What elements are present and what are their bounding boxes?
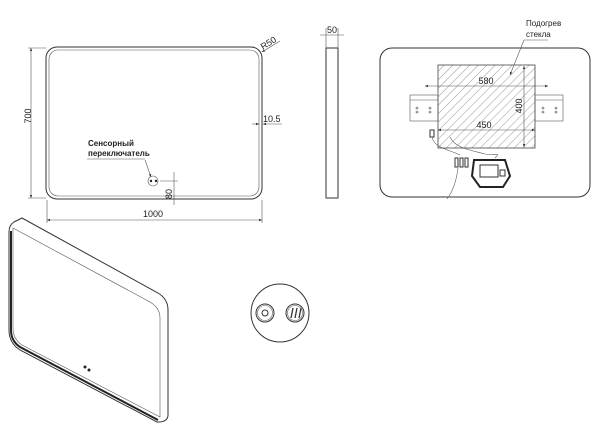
heater-label-line2: стекла [526,30,551,39]
right-bracket [534,94,564,122]
width-label: 1000 [143,209,163,219]
back-outline [379,47,591,198]
switch-leader-line [144,159,152,178]
heater-height-label: 400 [514,98,524,113]
switch-dot-icon [154,179,158,183]
switch-dot-icon [83,365,87,369]
mirror-iso-outline [8,217,169,423]
detail-circle [250,283,310,343]
mirror-outline [45,46,263,200]
inner-span-label: 450 [476,120,491,130]
touch-switch [147,175,159,187]
switch-offset-label: 80 [164,189,174,199]
radius-label: R50 [259,34,278,51]
connector-icon [429,129,435,138]
power-button-icon [255,303,275,323]
height-label: 700 [23,108,33,123]
mirror-inner-outline [48,49,260,197]
side-profile [325,47,339,199]
back-view: Подогрев стекла 580 450 400 [379,19,591,200]
bracket-span-label: 580 [478,76,493,86]
left-bracket [409,94,439,122]
heating-button-icon [285,303,305,323]
heater-label-line1: Подогрев [526,19,561,28]
side-view: 50 [320,25,344,199]
switch-label-line1: Сенсорный [88,139,134,148]
heater-pad [437,64,536,149]
mirror-iso-glass [12,227,161,418]
depth-label: 50 [327,25,337,35]
control-unit [470,159,512,188]
switch-dot-icon [87,368,91,372]
switch-dot-icon [149,179,153,183]
button-detail [250,283,310,343]
wiring [431,136,499,159]
switch-label-line2: переключатель [88,149,150,158]
offset-label: 10.5 [263,114,281,124]
front-view: 700 1000 R50 10.5 Сенсорный переключател… [23,34,282,223]
isometric-view [8,217,169,423]
